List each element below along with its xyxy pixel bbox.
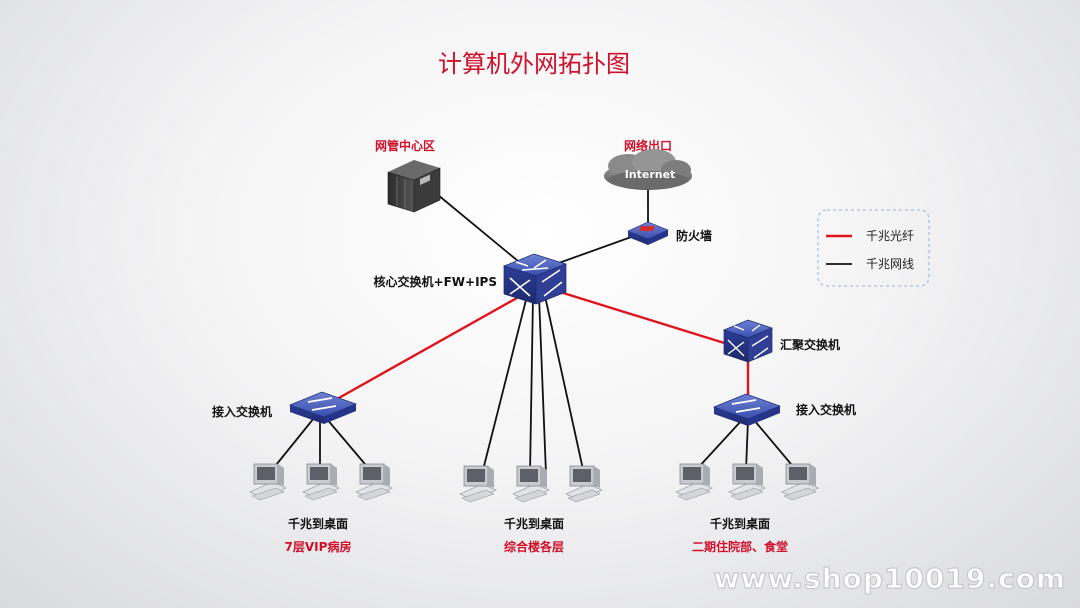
group-location: 综合楼各层 [504,539,564,554]
legend-box [817,209,930,287]
access-switch-left-label: 接入交换机 [212,404,272,419]
copper-link-core-firewall [555,235,635,265]
fiber-links [336,290,750,401]
group-caption: 千兆到桌面 [504,516,564,531]
internet-label: Internet [625,168,676,181]
pc-icon[interactable] [459,465,497,503]
copper-link-access-pc [695,419,743,471]
group-caption: 千兆到桌面 [288,516,348,531]
pc-icon[interactable] [512,465,550,503]
copper-link-access-pc [325,417,371,471]
nms-zone-label: 网管中心区 [375,138,435,153]
pc-icon[interactable] [249,463,287,501]
fiber-link-core-access-left [336,292,525,401]
group-location: 二期住院部、食堂 [692,539,788,554]
aggregation-switch-icon[interactable] [723,319,773,363]
legend-fiber-label: 千兆光纤 [866,229,914,243]
firewall-icon[interactable] [627,221,669,245]
fiber-link-core-aggregation [559,290,735,348]
copper-link-core-pc [529,295,534,475]
internet-cloud-icon[interactable] [604,149,692,190]
copper-links [271,189,797,475]
legend: 千兆光纤 千兆网线 [817,209,930,287]
watermark: www.shop10019.com [714,562,1066,595]
core-switch-label: 核心交换机+FW+IPS [374,274,497,289]
copper-link-access-pc [271,417,315,471]
access-switch-icon[interactable] [713,393,781,426]
copper-link-core-pc [544,295,585,475]
diagram-title: 计算机外网拓扑图 [438,50,630,78]
group-location: 7层VIP病房 [285,539,352,554]
pc-icon[interactable] [355,463,393,501]
legend-copper-label: 千兆网线 [866,257,914,271]
network-exit-label: 网络出口 [624,138,672,153]
firewall-label: 防火墙 [676,228,712,243]
core-switch-icon[interactable] [502,253,568,305]
pc-icon[interactable] [781,463,819,501]
access-switch-icon[interactable] [289,391,357,424]
copper-link-access-pc [753,419,797,471]
copper-link-core-pc [538,295,547,475]
pc-icon[interactable] [565,465,603,503]
pc-icon[interactable] [728,463,766,501]
aggregation-switch-label: 汇聚交换机 [780,337,840,352]
group-caption: 千兆到桌面 [710,516,770,531]
pc-icon[interactable] [302,463,340,501]
pc-icon[interactable] [675,463,713,501]
copper-link-core-pc [481,295,528,475]
copper-link-nms-core [431,189,525,267]
access-switch-right-label: 接入交换机 [796,402,856,417]
copper-link-access-pc [745,419,749,471]
server-icon[interactable] [387,160,441,213]
